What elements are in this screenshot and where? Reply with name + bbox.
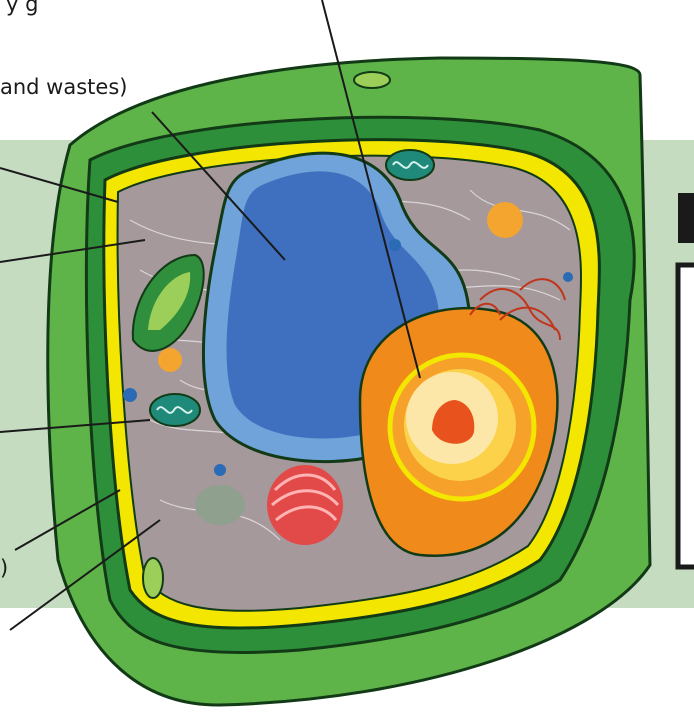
cell-wall-pore	[143, 558, 163, 598]
golgi-apparatus	[267, 465, 343, 545]
mitochondrion-top	[386, 150, 434, 180]
vacuole-label-fragment: and wastes)	[0, 75, 127, 99]
label-box	[678, 265, 694, 567]
top-left-label-fragment: y g	[6, 0, 38, 16]
vesicle	[214, 464, 226, 476]
cell-wall-pore	[354, 72, 390, 88]
label-box-header	[678, 193, 694, 243]
vesicle	[195, 485, 245, 525]
mitochondrion	[150, 394, 200, 426]
vesicle	[123, 388, 137, 402]
vesicle	[563, 272, 573, 282]
vesicle	[158, 348, 182, 372]
vesicle	[389, 239, 401, 251]
cell-wall-label-fragment: )	[0, 556, 8, 580]
vesicle	[487, 202, 523, 238]
